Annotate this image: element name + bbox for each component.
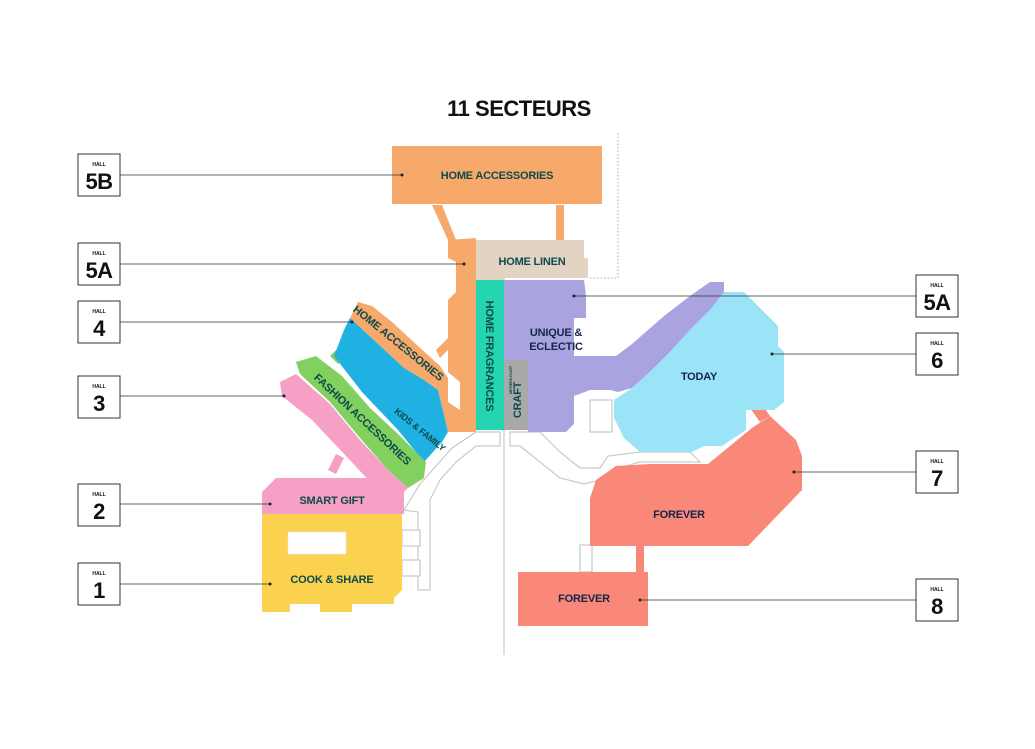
hall-number: 5A	[85, 258, 113, 283]
zone-forever-main: FOREVER	[590, 416, 802, 546]
zone-smart-gift-diagonal	[280, 374, 408, 494]
zone-shape	[518, 572, 648, 626]
hall-label-6: HALL 6	[915, 332, 959, 376]
zone-shape	[262, 478, 404, 514]
hall-number: 6	[931, 348, 943, 373]
zone-label: HOME LINEN	[498, 256, 565, 268]
zone-craft: CRAFT METIERS D'ART	[504, 360, 528, 430]
zone-shape	[280, 374, 408, 494]
hall-caption: HALL	[92, 309, 105, 315]
hall-caption: HALL	[92, 492, 105, 498]
hall-number: 3	[93, 391, 105, 416]
hall-label-7: HALL 7	[915, 450, 959, 494]
hall-caption: HALL	[92, 384, 105, 390]
zone-forever-small: FOREVER	[518, 572, 648, 626]
hall-label-5a-left: HALL 5A	[77, 242, 121, 286]
zone-shape	[334, 318, 448, 462]
hall-label-1: HALL 1	[77, 562, 121, 606]
leader-lines	[120, 173, 916, 602]
hall-caption: HALL	[930, 587, 943, 593]
walkways	[401, 399, 702, 591]
hall-label-4: HALL 4	[77, 300, 121, 344]
zone-label: SMART GIFT	[299, 495, 365, 507]
zone-shape	[392, 146, 602, 204]
zone-label: HOME FRAGRANCES	[483, 301, 495, 412]
zone-label-line2: ECLECTIC	[529, 341, 583, 353]
hall-label-8: HALL 8	[915, 578, 959, 622]
hall-number: 4	[93, 316, 106, 341]
zone-shape	[504, 280, 724, 432]
zone-shape	[614, 292, 784, 452]
map-title: 11 SECTEURS	[447, 96, 591, 121]
hall-caption: HALL	[92, 251, 105, 257]
hall-caption: HALL	[930, 459, 943, 465]
zone-label: TODAY	[681, 371, 718, 383]
zone-home-accessories-top: HOME ACCESSORIES	[392, 146, 602, 204]
zone-unique-eclectic: UNIQUE & ECLECTIC	[504, 280, 724, 432]
zone-label: CRAFT	[512, 381, 524, 418]
zone-cook-share: COOK & SHARE	[262, 514, 402, 612]
zone-shape	[262, 514, 402, 612]
hall-number: 2	[93, 499, 105, 524]
zone-shape	[476, 280, 504, 430]
zone-home-linen: HOME LINEN	[476, 240, 588, 282]
hall-caption: HALL	[92, 571, 105, 577]
hall-number: 1	[93, 578, 105, 603]
zone-label: COOK & SHARE	[290, 574, 373, 586]
zone-today: TODAY	[614, 292, 784, 452]
zone-shape	[504, 360, 528, 430]
hall-caption: HALL	[92, 162, 105, 168]
zone-label-line1: UNIQUE &	[530, 327, 582, 339]
zone-home-fragrances: HOME FRAGRANCES	[476, 280, 504, 430]
zone-label: FOREVER	[653, 509, 705, 521]
hall-number: 5A	[923, 290, 951, 315]
zone-shape	[476, 240, 588, 282]
hall-number: 5B	[85, 169, 112, 194]
zone-shape	[590, 416, 802, 546]
zone-smart-gift: SMART GIFT	[262, 478, 404, 514]
zone-label: FOREVER	[558, 593, 610, 605]
zone-shape	[350, 302, 466, 432]
hall-label-2: HALL 2	[77, 483, 121, 527]
hall-caption: HALL	[930, 283, 943, 289]
hall-label-5b: HALL 5B	[77, 153, 121, 197]
boundary-dotted-line	[588, 133, 619, 279]
hall-label-3: HALL 3	[77, 375, 121, 419]
hall-label-5a-right: HALL 5A	[915, 274, 959, 318]
zone-home-accessories-column	[448, 238, 476, 432]
hall-number: 8	[931, 594, 943, 619]
hall-number: 7	[931, 466, 943, 491]
zone-shape	[448, 238, 476, 432]
hall-caption: HALL	[930, 341, 943, 347]
zone-shape	[296, 356, 426, 488]
zone-label: HOME ACCESSORIES	[441, 170, 554, 182]
zone-sublabel: METIERS D'ART	[508, 365, 513, 394]
